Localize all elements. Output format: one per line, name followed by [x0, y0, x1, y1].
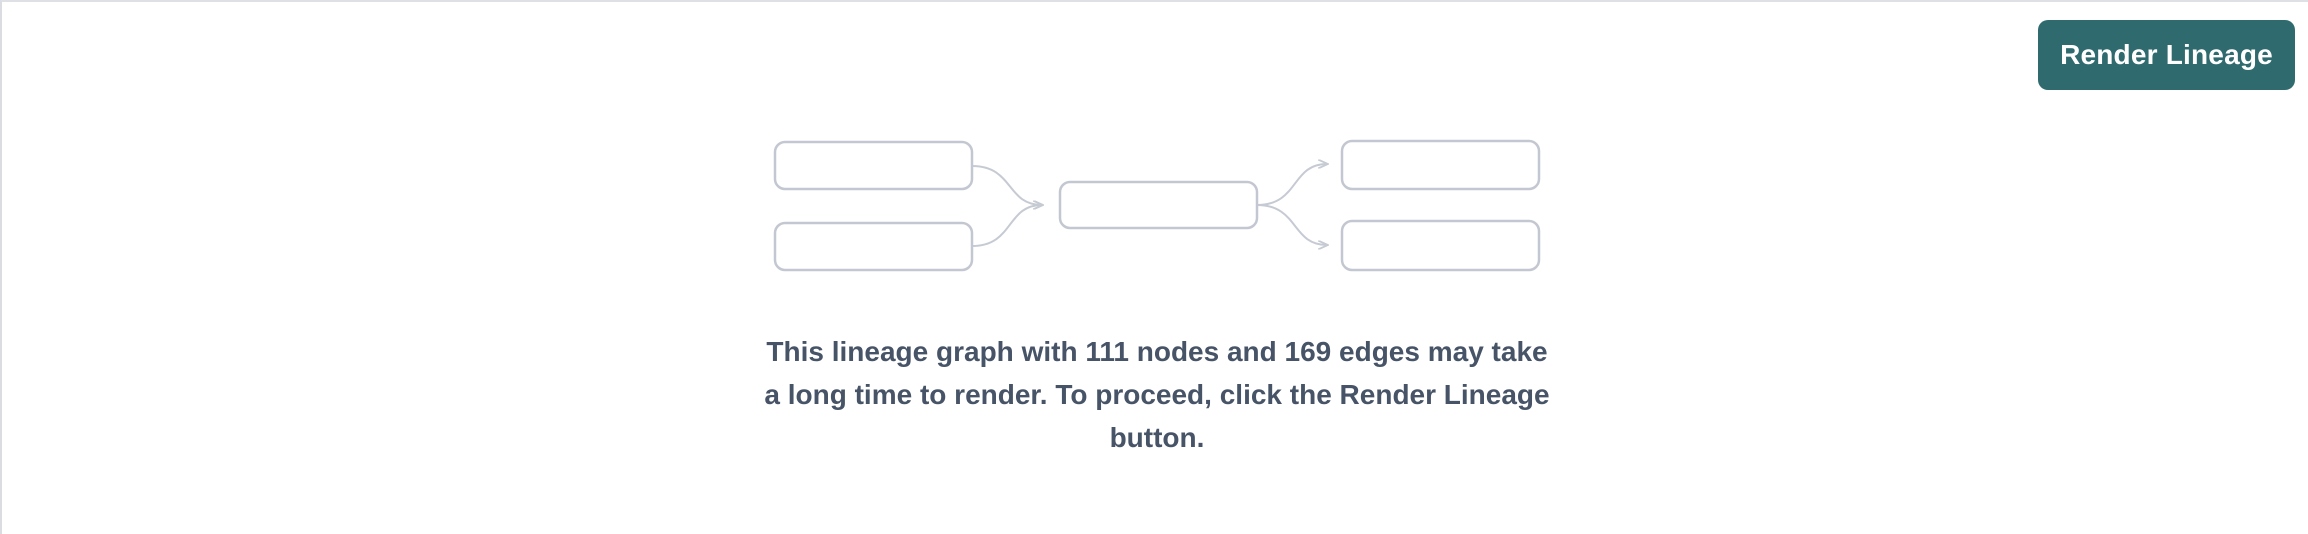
- render-warning-line: button.: [1109, 422, 1205, 453]
- graph-edge: [1256, 204, 1327, 245]
- render-warning-line: This lineage graph with 111 nodes and 16…: [766, 336, 1548, 367]
- lineage-graph-illustration: [773, 139, 1541, 272]
- render-warning-line: a long time to render. To proceed, click…: [764, 379, 1550, 410]
- render-warning-message: This lineage graph with 111 nodes and 16…: [657, 330, 1657, 459]
- graph-edge: [971, 205, 1042, 247]
- graph-node: [1340, 219, 1541, 272]
- graph-node: [773, 140, 974, 191]
- graph-node: [773, 221, 974, 272]
- render-lineage-button[interactable]: Render Lineage: [2038, 20, 2295, 90]
- graph-edge: [971, 165, 1042, 205]
- graph-node: [1058, 180, 1259, 230]
- graph-node: [1340, 139, 1541, 191]
- graph-edge: [1256, 164, 1327, 206]
